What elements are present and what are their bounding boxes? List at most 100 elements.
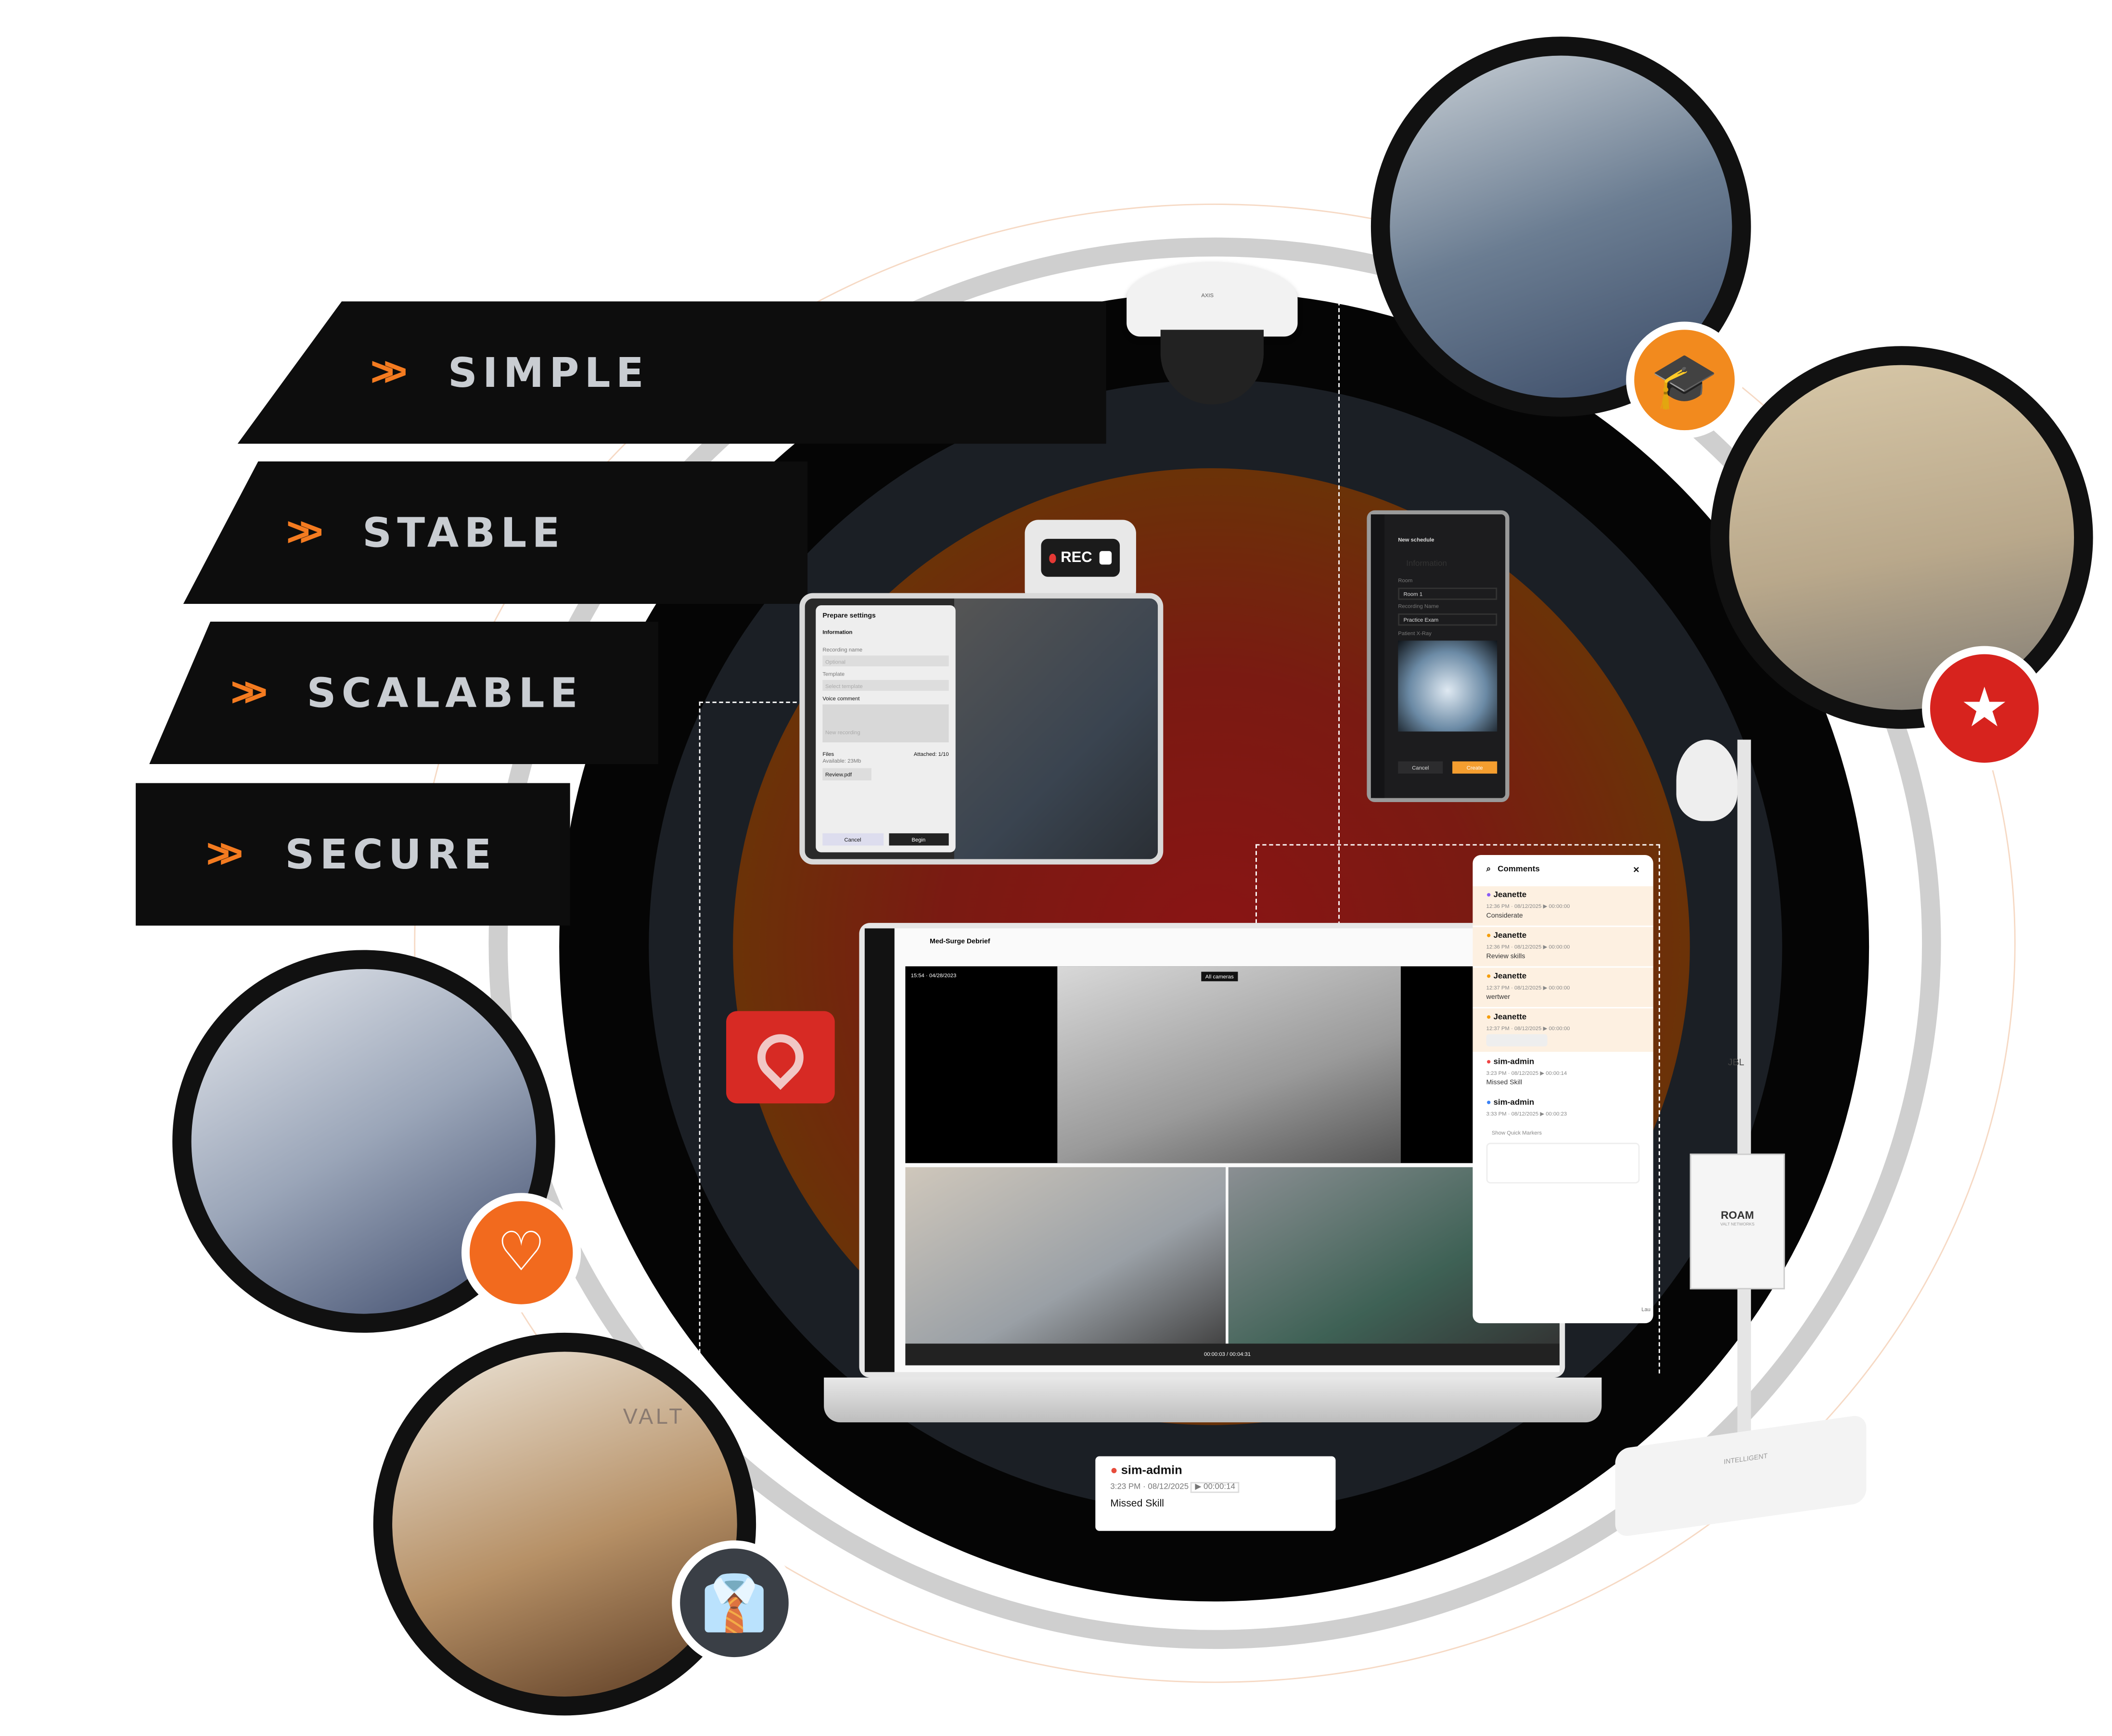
heart-plus-icon: ♡ (461, 1193, 581, 1313)
field-label: Recording Name (1398, 602, 1439, 610)
comment-offset[interactable]: 00:00:00 (1549, 1024, 1570, 1032)
template-select[interactable]: Select template (822, 680, 949, 691)
camera-2 (905, 1167, 1226, 1344)
show-quick-markers[interactable]: Show Quick Markers (1491, 1129, 1542, 1136)
laptop-base (824, 1378, 1602, 1423)
photo-interview-room (1710, 346, 2093, 729)
recording-title: Med-Surge Debrief (930, 938, 990, 946)
available-space: Available: 23Mb (822, 757, 861, 765)
comment-time: 3:33 PM · 08/12/2025 (1486, 1110, 1539, 1117)
wall-logo: VALT (623, 1406, 685, 1430)
tablet: Prepare settings Information Recording n… (799, 593, 1164, 865)
comment-text: Review skills (1486, 953, 1525, 961)
pillar-stable: >>STABLE (183, 461, 808, 604)
outer-thin-arc (414, 204, 2016, 1683)
panel-title: Comments (1498, 866, 1540, 874)
comment-time: 12:37 PM · 08/12/2025 (1486, 1024, 1542, 1032)
voice-recorder[interactable]: New recording (822, 704, 949, 742)
audio-player[interactable] (1486, 1034, 1548, 1047)
police-shield-icon: ★ (1922, 646, 2047, 771)
comment-user: sim-admin (1493, 1099, 1535, 1108)
roam-cart: JBL ROAM VALT NETWORKS INTELLIGENT (1609, 740, 1873, 1581)
speaker-brand: JBL (1728, 1059, 1744, 1068)
field-label: Template (822, 670, 845, 677)
graduation-cap-icon: 🎓 (1626, 321, 1743, 439)
phone-sidebar (1370, 514, 1385, 798)
field-label: Voice comment (822, 695, 860, 702)
base-logo: INTELLIGENT (1724, 1452, 1768, 1467)
section-information: Information (822, 628, 853, 636)
camera-brand: AXIS (1201, 292, 1214, 299)
roam-sub: VALT NETWORKS (1720, 1221, 1754, 1227)
search-icon[interactable]: ⌕ (1486, 866, 1491, 874)
launch-button[interactable]: Lau (1641, 1305, 1651, 1313)
close-icon[interactable]: ✕ (1633, 867, 1640, 876)
comment-user: Jeanette (1493, 973, 1527, 982)
pillar-simple: >>SIMPLE (237, 301, 1106, 444)
playback-bar[interactable]: 00:00:03 / 00:04:31 (905, 1343, 1560, 1366)
comment-user: sim-admin (1493, 1059, 1535, 1067)
comment-text: Missed Skill (1486, 1079, 1523, 1087)
map-pin-icon: ● (1486, 932, 1491, 941)
comment-offset[interactable]: 00:00:14 (1203, 1483, 1235, 1492)
photo-conference: VALT (373, 1332, 756, 1716)
comment-offset[interactable]: 00:00:23 (1546, 1110, 1567, 1117)
comment-user: Jeanette (1493, 1014, 1527, 1022)
file-chip[interactable]: Review.pdf (822, 768, 871, 780)
connector-line (1224, 301, 1340, 926)
cancel-button[interactable]: Cancel (822, 833, 883, 846)
recording-name-input[interactable]: Practice Exam (1398, 613, 1498, 626)
cancel-button[interactable]: Cancel (1398, 761, 1443, 774)
necktie-icon: 👔 (672, 1540, 797, 1665)
comment-offset[interactable]: 00:00:00 (1549, 943, 1570, 950)
comment-time: 12:37 PM · 08/12/2025 (1486, 984, 1542, 991)
section-information: Information (1406, 560, 1447, 569)
map-pin-icon: ● (1486, 1059, 1491, 1067)
rec-bubble: REC (1024, 520, 1136, 604)
map-pin-bubble (726, 1011, 835, 1104)
comment-offset[interactable]: 00:00:00 (1549, 984, 1570, 991)
comment-offset[interactable]: 00:00:14 (1546, 1069, 1567, 1076)
field-label: Patient X-Ray (1398, 629, 1432, 637)
map-pin-icon: ● (1110, 1463, 1118, 1477)
dialog-title: Prepare settings (822, 612, 876, 621)
map-pin-icon: ● (1486, 1099, 1491, 1108)
app-sidebar (864, 928, 895, 1372)
floating-comment-card: ● sim-admin 3:23 PM · 08/12/2025 ▶ 00:00… (1095, 1456, 1336, 1531)
recording-name-input[interactable]: Optional (822, 655, 949, 666)
comment-text: Considerate (1486, 912, 1523, 920)
video-camera-icon (1099, 551, 1112, 565)
create-button[interactable]: Create (1452, 761, 1498, 774)
playback-time: 00:00:03 / 00:04:31 (1203, 1350, 1251, 1357)
pillar-label: SECURE (285, 832, 497, 880)
map-pin-icon: ● (1486, 973, 1491, 982)
comment-time: 12:36 PM · 08/12/2025 (1486, 943, 1542, 950)
map-pin-icon: ● (1486, 1014, 1491, 1022)
roam-logo: ROAM (1720, 1209, 1754, 1222)
dome-camera: AXIS (1126, 262, 1298, 411)
map-pin-icon (748, 1024, 813, 1090)
tablet-video (954, 598, 1158, 859)
comment-user: Jeanette (1493, 932, 1527, 941)
comment-input[interactable] (1486, 1143, 1640, 1184)
comment-offset[interactable]: 00:00:00 (1549, 902, 1570, 909)
connector-line (699, 702, 797, 1380)
comment-user: Jeanette (1493, 892, 1527, 900)
chevron-icon: >> (230, 670, 268, 715)
files-label: Files (822, 750, 834, 757)
video-timestamp: 15:54 · 04/28/2023 (910, 971, 957, 979)
begin-button[interactable]: Begin (888, 833, 949, 846)
map-pin-icon: ● (1486, 892, 1491, 900)
field-label: Room (1398, 576, 1413, 584)
camera-select[interactable]: All cameras (1201, 971, 1238, 982)
field-label: Recording name (822, 646, 863, 653)
rec-label: REC (1061, 549, 1092, 566)
room-select[interactable]: Room 1 (1398, 587, 1498, 600)
